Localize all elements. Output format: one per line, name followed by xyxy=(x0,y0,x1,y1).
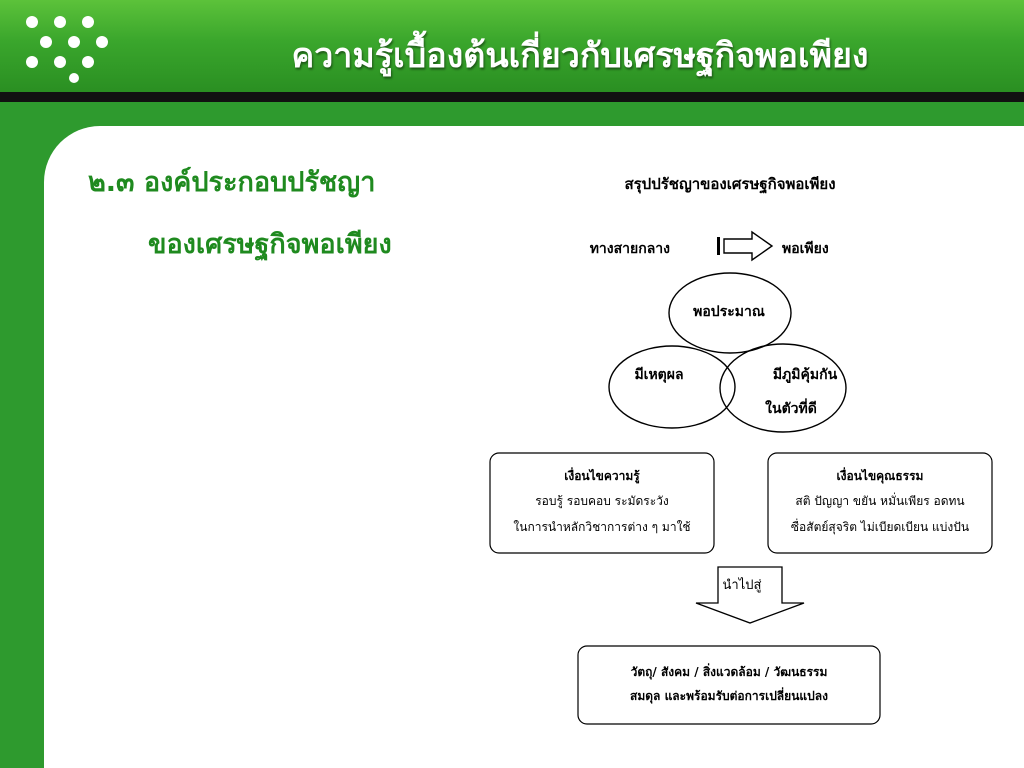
circle-top-label: พอประมาณ xyxy=(693,304,765,320)
section-heading-line1: ๒.๓ องค์ประกอบปรัชญา xyxy=(88,167,376,198)
path-left-label: ทางสายกลาง xyxy=(590,241,670,257)
header-bar: ความรู้เบื้องต้นเกี่ยวกับเศรษฐกิจพอเพียง xyxy=(0,0,1024,92)
knowledge-title: เงื่อนไขความรู้ xyxy=(564,467,640,484)
page-title: ความรู้เบื้องต้นเกี่ยวกับเศรษฐกิจพอเพียง xyxy=(291,36,869,76)
knowledge-line1: รอบรู้ รอบคอบ ระมัดระวัง xyxy=(535,494,669,509)
result-line1: วัตถุ/ สังคม / สิ่งแวดล้อม / วัฒนธรรม xyxy=(631,663,828,680)
morality-box xyxy=(767,452,993,554)
content-panel xyxy=(44,126,1024,768)
diagram-title: สรุปปรัชญาของเศรษฐกิจพอเพียง xyxy=(624,175,835,194)
circle-right-label-line2: ในตัวที่ดี xyxy=(765,398,817,417)
result-box xyxy=(577,645,881,725)
knowledge-box xyxy=(489,452,715,554)
circle-moderation xyxy=(668,272,792,354)
circle-left-label: มีเหตุผล xyxy=(634,367,683,383)
morality-title: เงื่อนไขคุณธรรม xyxy=(837,467,924,484)
down-arrow-icon xyxy=(695,566,805,624)
circle-right-label-line1: มีภูมิคุ้มกัน xyxy=(773,367,838,383)
right-arrow-icon xyxy=(717,230,774,262)
philosophy-diagram: สรุปปรัชญาของเศรษฐกิจพอเพียง ทางสายกลาง … xyxy=(489,175,993,725)
path-right-label: พอเพียง xyxy=(782,241,829,257)
knowledge-line2: ในการนำหลักวิชาการต่าง ๆ มาใช้ xyxy=(513,520,690,534)
lead-to-label: นำไปสู่ xyxy=(723,577,762,593)
circle-immunity xyxy=(719,343,847,433)
circle-reasonableness xyxy=(608,345,736,429)
header-divider xyxy=(0,92,1024,102)
morality-line2: ซื่อสัตย์สุจริต ไม่เบียดเบียน แบ่งปัน xyxy=(791,518,969,535)
left-green-strip xyxy=(0,102,44,768)
result-line2: สมดุล และพร้อมรับต่อการเปลี่ยนแปลง xyxy=(630,687,828,704)
morality-line1: สติ ปัญญา ขยัน หมั่นเพียร อดทน xyxy=(795,492,964,508)
section-heading-line2: ของเศรษฐกิจพอเพียง xyxy=(148,229,392,260)
logo-dots-icon xyxy=(26,16,108,83)
